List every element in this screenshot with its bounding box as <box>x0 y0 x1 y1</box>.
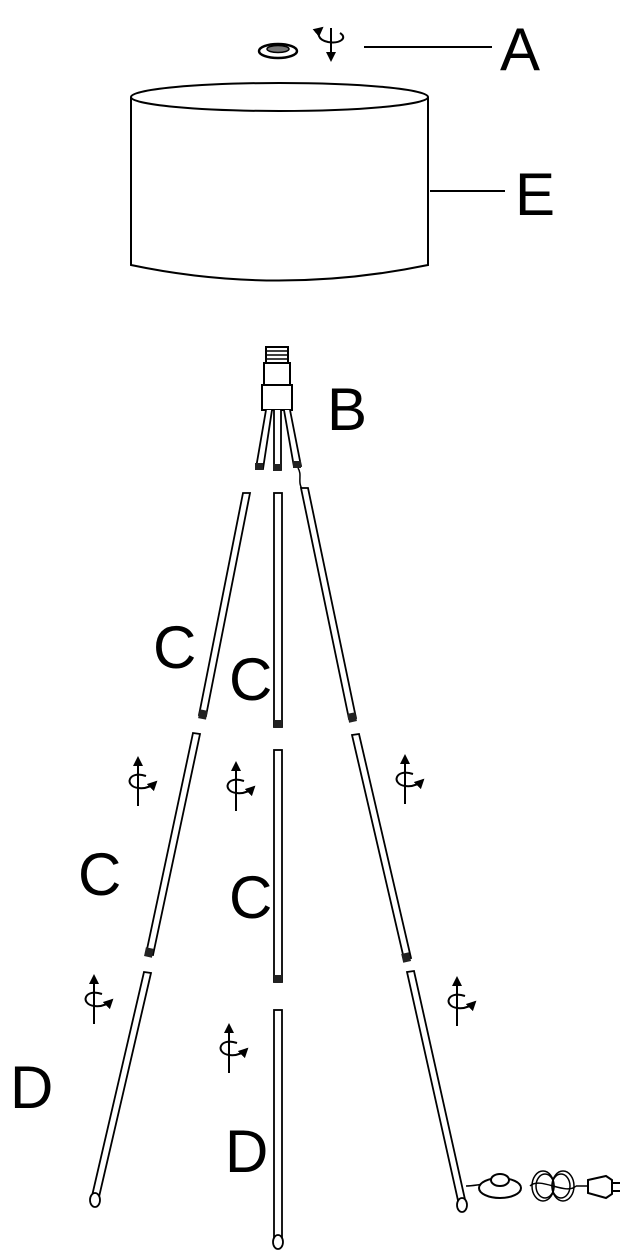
middle-tube-c-lower <box>273 749 283 983</box>
rotate-arrow-icon <box>449 978 475 1026</box>
left-tube-c-upper <box>197 492 252 720</box>
label-c-left-upper: C <box>153 614 196 681</box>
right-tube-upper <box>299 487 358 723</box>
socket-head-part-b <box>254 346 305 493</box>
label-c-left-lower: C <box>78 841 121 908</box>
switch-icon <box>478 1173 522 1199</box>
cable-coil-icon <box>529 1170 577 1202</box>
label-e: E <box>515 161 555 228</box>
lamp-shade-part-e <box>130 82 429 282</box>
label-b: B <box>327 376 367 443</box>
plug-icon <box>576 1174 620 1200</box>
rotate-arrow-icon <box>86 976 112 1024</box>
right-tube-lower <box>405 969 468 1213</box>
right-tube-middle <box>350 732 413 963</box>
rotate-arrow-icon <box>130 758 156 806</box>
label-a: A <box>500 16 540 83</box>
left-tube-c-lower <box>144 731 202 958</box>
finial-ring-part-a <box>257 42 299 60</box>
left-tube-d <box>89 970 153 1208</box>
rotate-arrow-icon <box>397 756 423 804</box>
label-d-mid: D <box>225 1118 268 1185</box>
rotate-arrow-icon <box>221 1025 247 1073</box>
middle-tube-c-upper <box>273 492 283 728</box>
rotate-arrow-icon <box>312 26 345 62</box>
rotate-arrow-icon <box>228 763 254 811</box>
middle-tube-d <box>272 1009 284 1250</box>
label-c-mid-upper: C <box>229 646 272 713</box>
label-c-mid-lower: C <box>229 864 272 931</box>
label-d-left: D <box>10 1054 53 1121</box>
